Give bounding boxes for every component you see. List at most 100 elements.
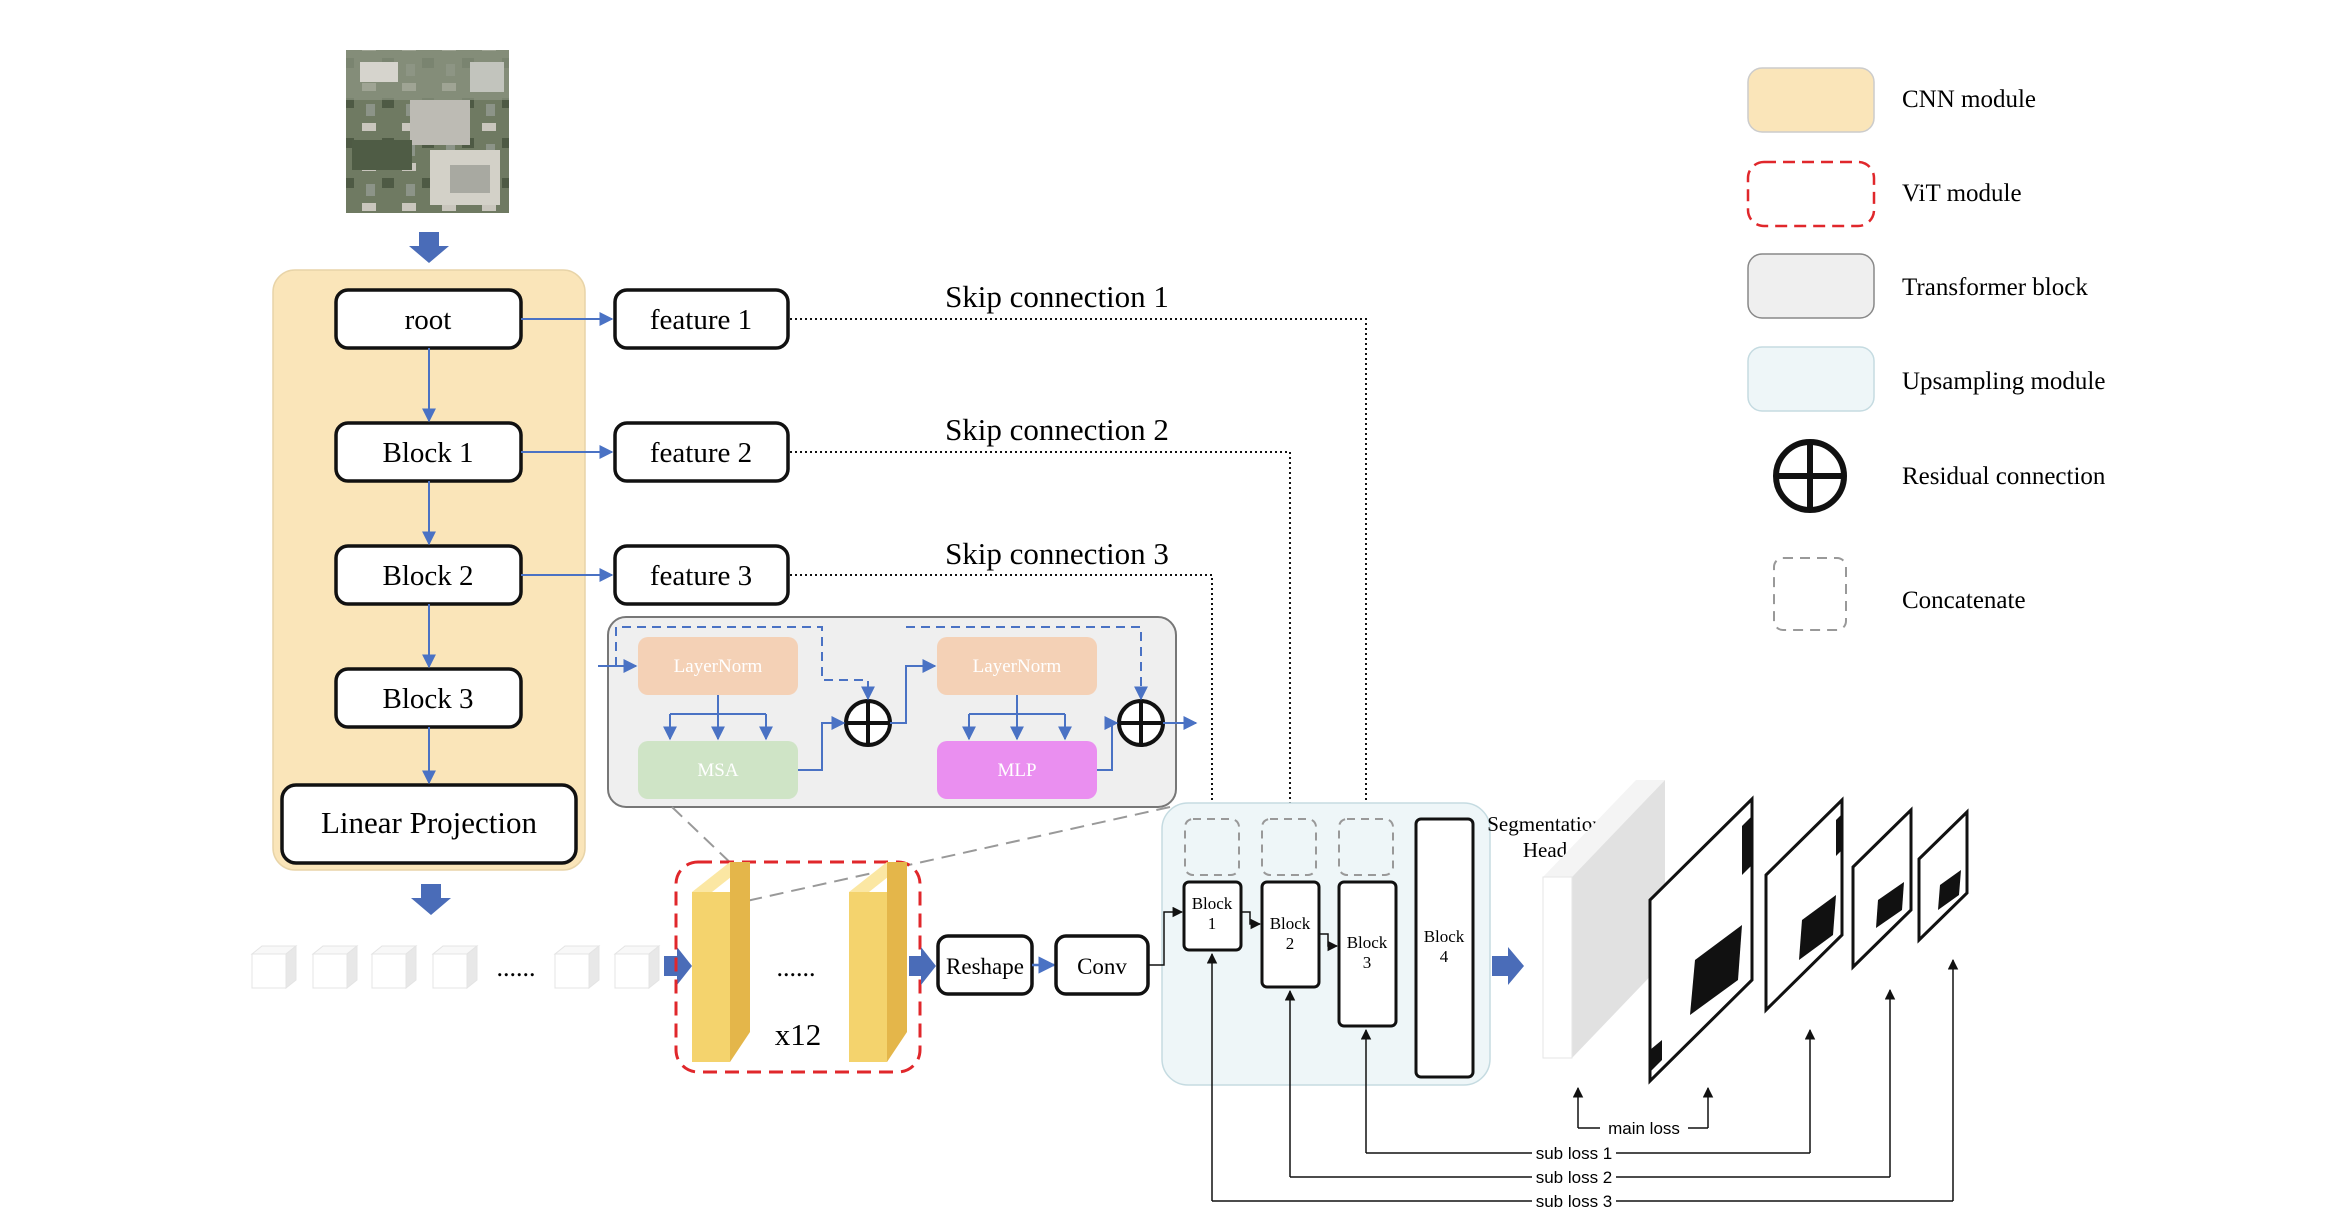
cnn-block-1: Block 1: [334, 421, 523, 483]
legend-vit-label: ViT module: [1902, 180, 2022, 207]
sub-loss-2-label: sub loss 2: [1536, 1168, 1613, 1187]
legend-item-transformer: Transformer block: [1747, 253, 2088, 319]
decoder-block-4-line2: 4: [1440, 947, 1449, 966]
legend-cnn-swatch: [1747, 67, 1875, 133]
legend: CNN module ViT module Transformer block …: [1746, 67, 2106, 631]
msa-block: MSA: [638, 741, 798, 799]
legend-transformer-swatch: [1747, 253, 1875, 319]
transformer-arrows: [598, 626, 1198, 771]
token-cube: [370, 944, 418, 990]
tokens-ellipsis: ......: [497, 953, 536, 982]
upsampling-module: [1161, 802, 1491, 1086]
decoder-block-2-line1: Block: [1270, 914, 1311, 933]
conv-label: Conv: [1077, 954, 1127, 979]
zoom-guide-lines: [671, 806, 1171, 903]
legend-item-concatenate: Concatenate: [1773, 557, 2026, 631]
vit-token-12: [849, 862, 907, 1062]
decoder-block-4: Block 4: [1414, 817, 1475, 1079]
vit-token-1: [692, 862, 750, 1062]
sub-loss-3-label: sub loss 3: [1536, 1192, 1613, 1211]
linear-projection-label: Linear Projection: [321, 805, 538, 840]
decoder-block-3-line2: 3: [1363, 953, 1372, 972]
msa-label: MSA: [697, 760, 738, 781]
token-cube: [553, 944, 601, 990]
loss-lines: [1206, 952, 1959, 1202]
feature-2-label: feature 2: [650, 437, 752, 469]
legend-item-vit: ViT module: [1746, 160, 2022, 228]
reshape-op: Reshape: [936, 934, 1034, 996]
projection-arrow-icon: [411, 884, 451, 915]
decoder-block-2: Block 2: [1260, 880, 1321, 989]
output-map-main: [1648, 795, 1754, 1085]
seg-head-title-line1: Segmentation: [1487, 812, 1603, 836]
input-image: [346, 50, 509, 213]
feature-3-label: feature 3: [650, 560, 752, 592]
cnn-root: root: [334, 288, 523, 350]
token-cube: [250, 944, 298, 990]
token-cube: [431, 944, 479, 990]
legend-item-cnn: CNN module: [1747, 67, 2036, 133]
cnn-block-3: Block 3: [334, 667, 523, 729]
output-map-sub-1: [1764, 796, 1844, 1014]
residual-plus-1-icon: [844, 699, 892, 747]
concat-slot-2: [1261, 818, 1317, 876]
legend-cnn-label: CNN module: [1902, 86, 2036, 113]
mlp-block: MLP: [937, 741, 1097, 799]
output-map-sub-2: [1851, 806, 1913, 971]
skip-connection-1-label: Skip connection 1: [945, 279, 1169, 314]
legend-concatenate-swatch: [1773, 557, 1847, 631]
legend-item-upsampling: Upsampling module: [1747, 346, 2105, 412]
cnn-block-1-label: Block 1: [382, 437, 473, 469]
feature-1-label: feature 1: [650, 304, 752, 336]
vit-ellipsis: ......: [777, 953, 816, 982]
main-loss-label: main loss: [1608, 1119, 1680, 1138]
conv-op: Conv: [1054, 934, 1150, 996]
legend-concatenate-label: Concatenate: [1902, 587, 2026, 614]
skip-connection-3-label: Skip connection 3: [945, 536, 1169, 571]
patch-tokens: ......: [250, 944, 661, 990]
concat-slot-1: [1184, 818, 1240, 876]
decoder-block-1-line1: Block: [1192, 894, 1233, 913]
legend-item-residual: Residual connection: [1773, 439, 2106, 513]
input-arrow-icon: [409, 232, 449, 263]
feature-3: feature 3: [613, 544, 790, 606]
legend-upsampling-swatch: [1747, 346, 1875, 412]
legend-upsampling-label: Upsampling module: [1902, 368, 2105, 395]
seg-head-title-line2: Head: [1523, 838, 1568, 862]
decoder-block-1-line2: 1: [1208, 914, 1217, 933]
mlp-label: MLP: [997, 760, 1036, 781]
layernorm-1-label: LayerNorm: [674, 656, 763, 677]
output-map-sub-3: [1917, 808, 1969, 944]
layernorm-2-label: LayerNorm: [973, 656, 1062, 677]
cnn-block-2: Block 2: [334, 544, 523, 606]
decoder-block-3: Block 3: [1337, 880, 1398, 1028]
cnn-internal-arrows: [422, 312, 614, 785]
tokens-to-vit-arrow-icon: [664, 947, 692, 985]
token-cube: [613, 944, 661, 990]
cnn-block-2-label: Block 2: [382, 560, 473, 592]
legend-transformer-label: Transformer block: [1902, 274, 2088, 301]
feature-1: feature 1: [613, 288, 790, 350]
legend-residual-plus-icon: [1773, 439, 1847, 513]
sub-loss-1-label: sub loss 1: [1536, 1144, 1613, 1163]
concatenate-slots: [1184, 818, 1394, 876]
layernorm-2: LayerNorm: [937, 637, 1097, 695]
legend-residual-label: Residual connection: [1902, 463, 2106, 490]
reshape-label: Reshape: [946, 954, 1024, 979]
layernorm-1: LayerNorm: [638, 637, 798, 695]
skip-connection-2-label: Skip connection 2: [945, 412, 1169, 447]
feature-2: feature 2: [613, 421, 790, 483]
decoder-block-2-line2: 2: [1286, 934, 1295, 953]
vit-repeat-label: x12: [775, 1017, 822, 1052]
upsampling-to-head-arrow-icon: [1492, 947, 1524, 985]
decoder-block-3-line1: Block: [1347, 933, 1388, 952]
token-cube: [311, 944, 359, 990]
linear-projection: Linear Projection: [280, 783, 578, 865]
residual-plus-2-icon: [1117, 699, 1165, 747]
cnn-root-label: root: [405, 304, 452, 336]
cnn-block-3-label: Block 3: [382, 683, 473, 715]
vit-to-reshape-arrow-icon: [909, 947, 936, 985]
decoder-connections: [1148, 906, 1339, 966]
